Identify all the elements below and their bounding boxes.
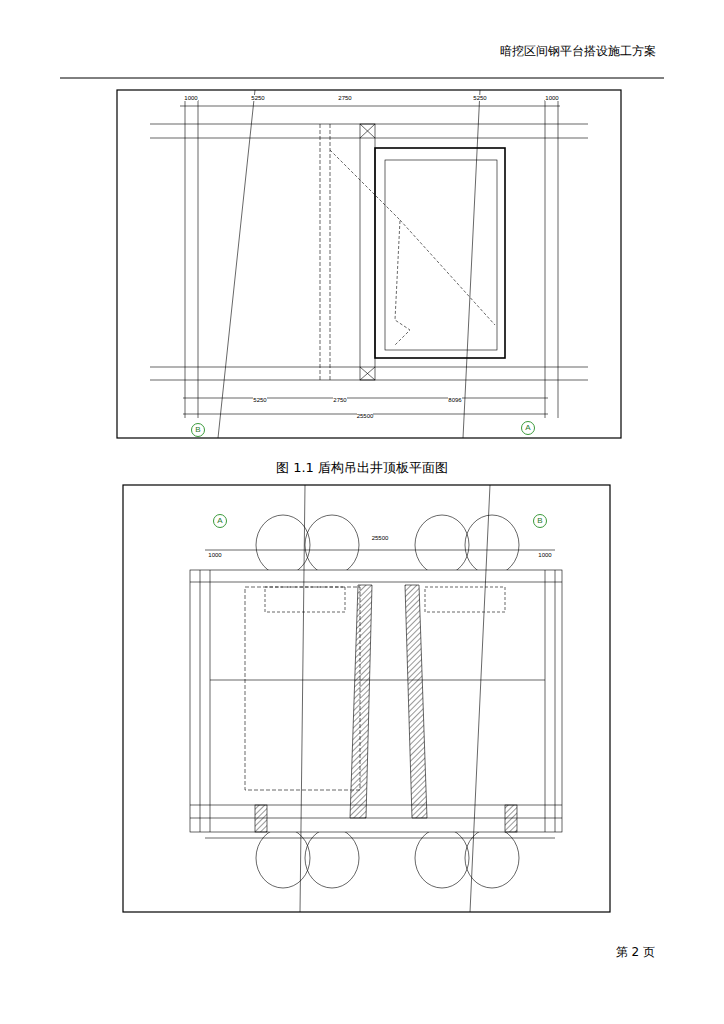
dimension: 2750 <box>338 95 351 102</box>
axis-marker: B <box>191 423 205 437</box>
axis-label: B <box>537 517 542 525</box>
dimension: 8096 <box>448 397 461 404</box>
roof-plan <box>117 90 621 438</box>
header-rule <box>60 78 664 79</box>
dimension: 1000 <box>208 552 221 559</box>
dimension: 1000 <box>545 95 558 102</box>
dimension: 25500 <box>372 535 389 542</box>
axis-label: B <box>195 426 200 434</box>
tunnel-plan <box>123 485 610 912</box>
running-header: 暗挖区间钢平台搭设施工方案 <box>500 45 656 58</box>
dimension: 5250 <box>253 397 266 404</box>
dimension: 2750 <box>333 397 346 404</box>
dimension: 1000 <box>184 95 197 102</box>
axis-marker: B <box>533 514 547 528</box>
figure-caption: 图 1.1 盾构吊出井顶板平面图 <box>276 461 448 475</box>
dimension: 5250 <box>473 95 486 102</box>
dimension: 5250 <box>251 95 264 102</box>
axis-label: A <box>525 424 530 432</box>
axis-marker: A <box>521 421 535 435</box>
dimension: 1000 <box>538 552 551 559</box>
axis-label: A <box>217 517 222 525</box>
page-number: 第 2 页 <box>616 946 655 959</box>
dimension: 25500 <box>357 413 374 420</box>
axis-marker: A <box>213 514 227 528</box>
